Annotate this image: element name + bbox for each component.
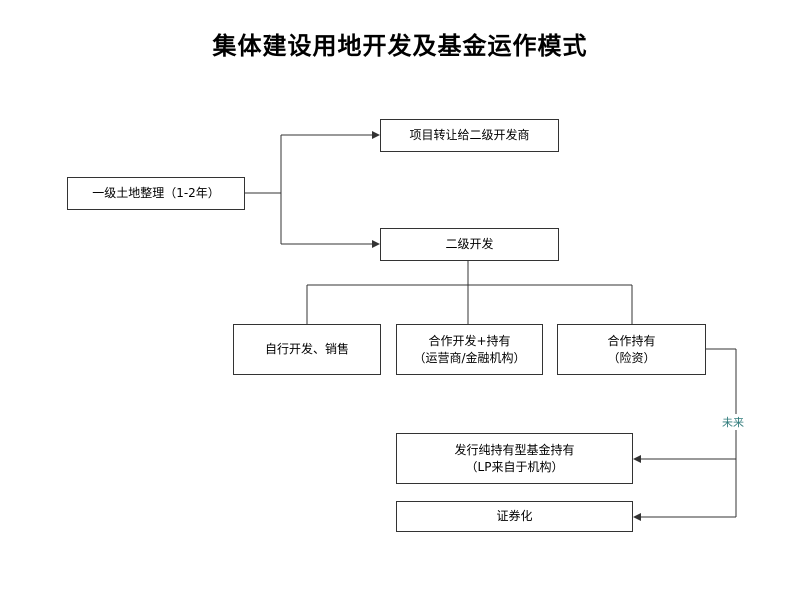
node-coop-hold-label-1: 合作持有 — [607, 333, 656, 348]
node-secondary-dev: 二级开发 — [380, 228, 559, 261]
node-fund: 发行纯持有型基金持有 （LP来自于机构） — [396, 433, 633, 484]
node-coop-dev-label-2: （运营商/金融机构） — [413, 350, 526, 365]
future-label: 未来 — [718, 414, 748, 430]
node-securitize-label: 证券化 — [496, 509, 533, 523]
node-secondary-dev-label: 二级开发 — [445, 237, 494, 251]
node-coop-hold: 合作持有 （险资） — [557, 324, 706, 375]
node-transfer: 项目转让给二级开发商 — [380, 119, 559, 152]
node-self-dev: 自行开发、销售 — [233, 324, 381, 375]
node-primary-land-label: 一级土地整理（1-2年） — [92, 186, 220, 200]
node-coop-dev: 合作开发+持有 （运营商/金融机构） — [396, 324, 543, 375]
node-fund-label-2: （LP来自于机构） — [465, 459, 564, 474]
node-coop-dev-label-1: 合作开发+持有 — [428, 333, 511, 348]
diagram-title: 集体建设用地开发及基金运作模式 — [212, 32, 588, 60]
node-self-dev-label: 自行开发、销售 — [264, 342, 349, 356]
node-fund-label-1: 发行纯持有型基金持有 — [454, 442, 575, 457]
node-securitize: 证券化 — [396, 501, 633, 532]
node-primary-land: 一级土地整理（1-2年） — [67, 177, 245, 210]
node-coop-hold-label-2: （险资） — [607, 350, 656, 365]
node-transfer-label: 项目转让给二级开发商 — [409, 128, 530, 142]
